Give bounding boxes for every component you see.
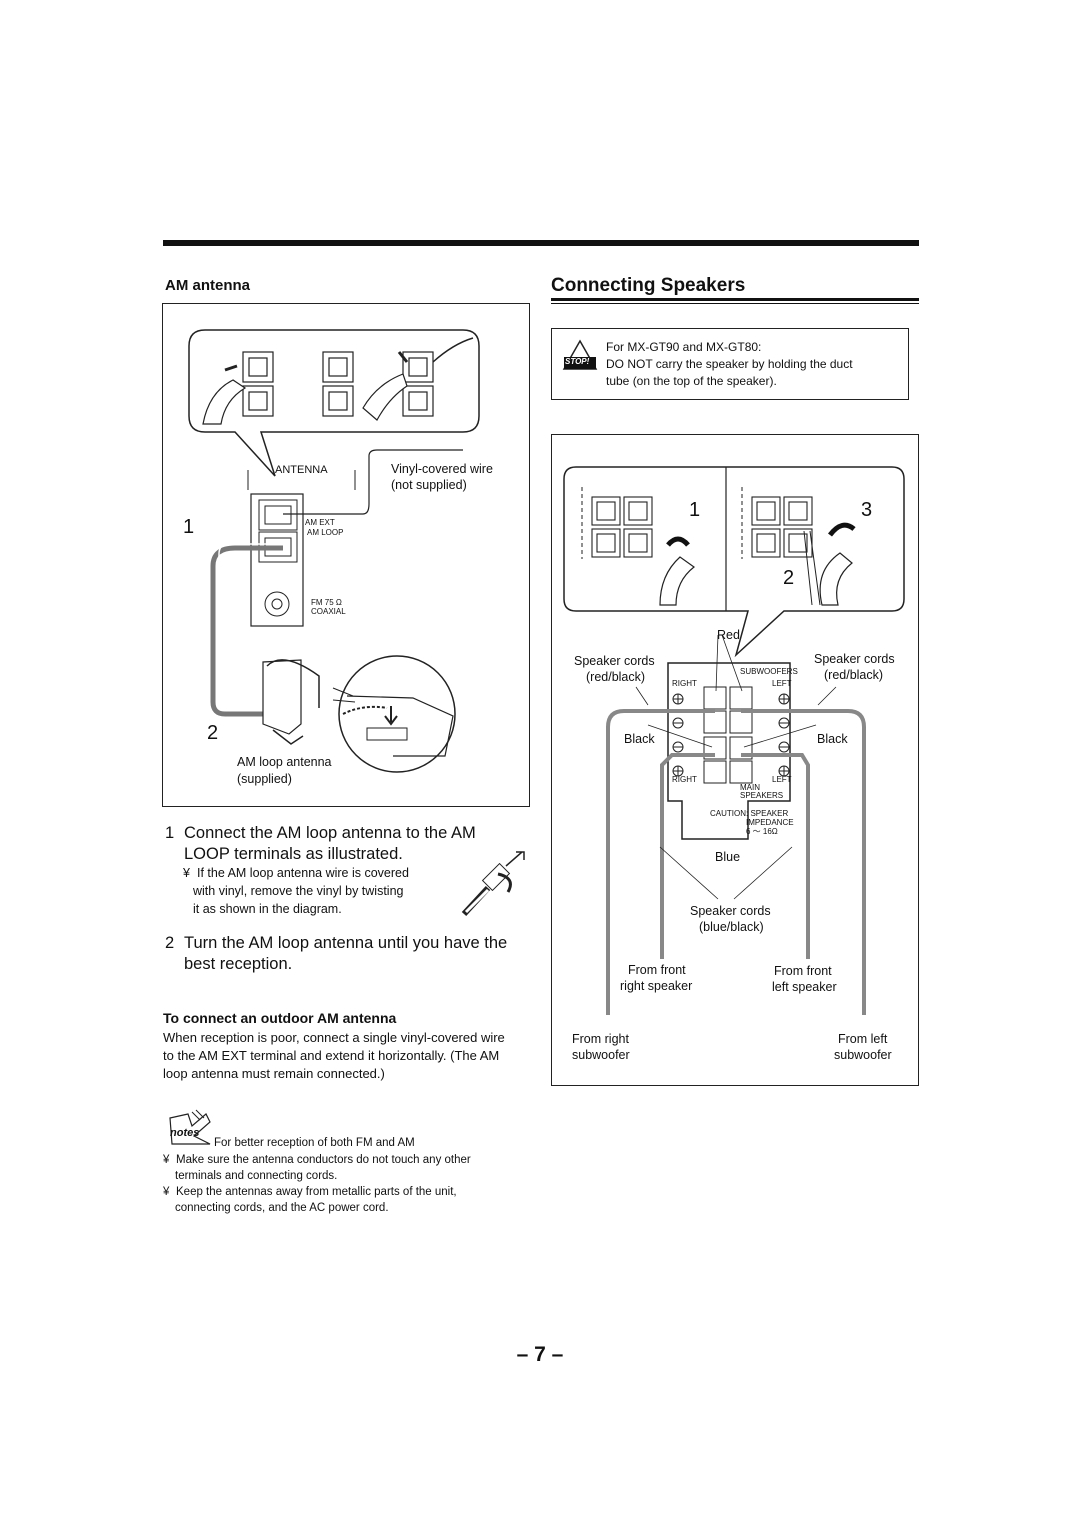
fm-label: FM 75 Ω	[311, 598, 342, 607]
stop-label: STOP!	[565, 357, 590, 366]
impedance-caution-line3: 6 〜 16Ω	[746, 827, 778, 836]
cords-right-line2: (red/black)	[824, 668, 884, 682]
am-antenna-illustration	[188, 329, 480, 773]
coaxial-label: COAXIAL	[311, 607, 346, 616]
blue-label: Blue	[715, 850, 741, 864]
cords-blue-line2: (blue/black)	[699, 920, 764, 934]
connecting-speakers-heading: Connecting Speakers	[551, 275, 746, 296]
speaker-step-1: 1	[689, 499, 701, 521]
step-2-line1: Turn the AM loop antenna until you have …	[184, 934, 508, 952]
black-right-label: Black	[817, 732, 848, 746]
caution-line1: For MX-GT90 and MX-GT80:	[606, 340, 762, 354]
black-left-label: Black	[624, 732, 655, 746]
am-ext-label: AM EXT	[305, 518, 335, 527]
cords-blue-line1: Speaker cords	[690, 904, 771, 918]
vinyl-bullet-line3: it as shown in the diagram.	[193, 902, 342, 916]
speakers-label: SPEAKERS	[740, 791, 784, 800]
step-1-line2: LOOP terminals as illustrated.	[184, 845, 403, 863]
right-top-label: RIGHT	[672, 679, 697, 688]
note-1-line1: Make sure the antenna conductors do not …	[176, 1154, 471, 1166]
front-right-line1: From front	[628, 963, 686, 977]
sub-right-line1: From right	[572, 1032, 629, 1046]
right-bottom-label: RIGHT	[672, 775, 697, 784]
outdoor-text-line1: When reception is poor, connect a single…	[163, 1030, 505, 1045]
step-1: 1 Connect the AM loop antenna to the AM …	[165, 823, 476, 863]
step-2-number: 2	[165, 934, 175, 952]
step-1-number: 1	[165, 824, 175, 842]
impedance-caution-line2: IMPEDANCE	[746, 818, 794, 827]
speaker-step-2: 2	[783, 567, 795, 589]
cords-right-line1: Speaker cords	[814, 652, 895, 666]
impedance-caution-line1: CAUTION: SPEAKER	[710, 809, 789, 818]
diagram-step-1: 1	[183, 516, 195, 538]
left-bottom-label: LEFT	[772, 775, 792, 784]
am-antenna-diagram: ANTENNA Vinyl-covered wire (not supplied…	[162, 303, 530, 807]
sub-right-line2: subwoofer	[572, 1048, 630, 1062]
speaker-step-3: 3	[861, 499, 873, 521]
front-right-line2: right speaker	[620, 979, 693, 993]
diagram-step-2: 2	[207, 722, 219, 744]
step-2: 2 Turn the AM loop antenna until you hav…	[165, 933, 507, 973]
vinyl-bullet-mark: ¥	[183, 866, 190, 880]
sub-left-line1: From left	[838, 1032, 888, 1046]
cords-left-line1: Speaker cords	[574, 654, 655, 668]
step-2-line2: best reception.	[184, 955, 293, 973]
vinyl-bullet-line2: with vinyl, remove the vinyl by twisting	[193, 884, 404, 898]
notes-icon	[169, 1109, 211, 1145]
twist-vinyl-illustration	[461, 851, 525, 917]
top-rule	[163, 240, 919, 246]
front-left-line2: left speaker	[772, 980, 837, 994]
am-antenna-heading: AM antenna	[165, 277, 251, 294]
notes-badge: notes	[170, 1127, 200, 1139]
am-loop-label: AM LOOP	[307, 528, 344, 537]
antenna-label: ANTENNA	[275, 464, 328, 476]
red-label: Red	[717, 628, 740, 642]
heading-rule	[551, 298, 919, 301]
subwoofers-label: SUBWOOFERS	[740, 667, 798, 676]
vinyl-wire-label-line2: (not supplied)	[391, 478, 467, 492]
main-label: MAIN	[740, 783, 760, 792]
note-2-line1: Keep the antennas away from metallic par…	[176, 1186, 457, 1198]
caution-box: STOP! For MX-GT90 and MX-GT80: DO NOT ca…	[551, 328, 909, 400]
note-2-line2: connecting cords, and the AC power cord.	[175, 1202, 389, 1214]
outdoor-text-line3: loop antenna must remain connected.)	[163, 1066, 385, 1081]
note-1-mark: ¥	[163, 1154, 170, 1166]
cords-left-line2: (red/black)	[586, 670, 646, 684]
caution-line3: tube (on the top of the speaker).	[606, 374, 777, 388]
outdoor-text-line2: to the AM EXT terminal and extend it hor…	[163, 1048, 500, 1063]
stop-icon	[562, 339, 598, 370]
note-1-line2: terminals and connecting cords.	[175, 1170, 338, 1182]
caution-line2: DO NOT carry the speaker by holding the …	[606, 357, 853, 371]
vinyl-bullet-line1: If the AM loop antenna wire is covered	[197, 866, 409, 880]
am-loop-antenna-label-line2: (supplied)	[237, 772, 292, 786]
speaker-wiring-illustration	[563, 466, 905, 1015]
outdoor-antenna-heading: To connect an outdoor AM antenna	[163, 1010, 397, 1026]
notes-title: For better reception of both FM and AM	[214, 1137, 415, 1149]
page-number: – 7 –	[516, 1343, 564, 1366]
vinyl-wire-label-line1: Vinyl-covered wire	[391, 462, 493, 476]
heading-rule-thin	[551, 303, 919, 304]
front-left-line1: From front	[774, 964, 832, 978]
speaker-connection-diagram: 1 2 3 Red Speaker cords (red/black) Spea…	[551, 434, 919, 1086]
am-loop-antenna-label-line1: AM loop antenna	[237, 755, 332, 769]
step-1-line1: Connect the AM loop antenna to the AM	[184, 824, 476, 842]
sub-left-line2: subwoofer	[834, 1048, 892, 1062]
note-2-mark: ¥	[163, 1186, 170, 1198]
left-top-label: LEFT	[772, 679, 792, 688]
